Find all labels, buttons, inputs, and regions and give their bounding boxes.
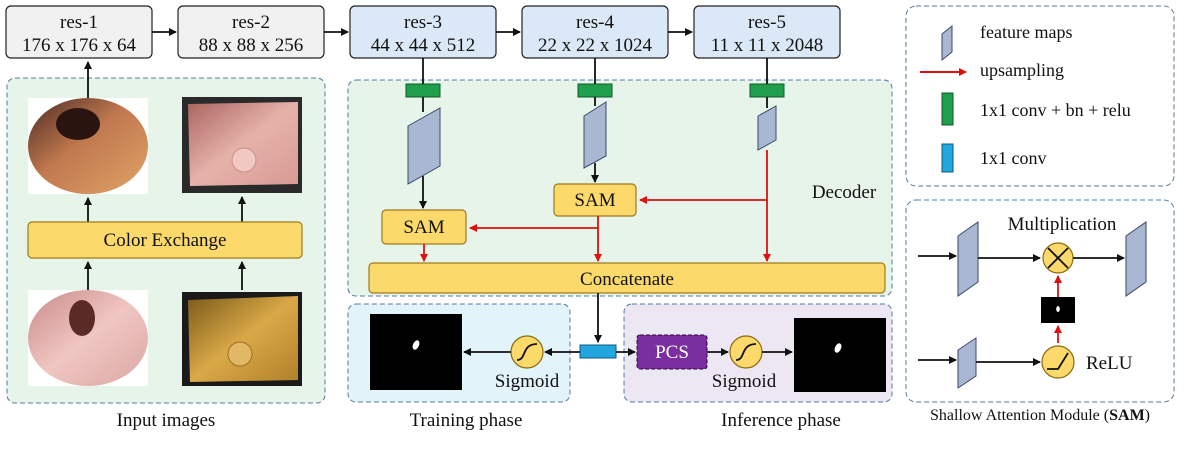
sam-block-lower-label: SAM	[403, 217, 444, 238]
sigmoid-icon-inference	[729, 335, 763, 369]
legend-feature-maps-label: feature maps	[980, 22, 1072, 42]
pcs-label: PCS	[655, 342, 689, 363]
legend-green-conv-icon	[941, 92, 954, 126]
feature-map-res4	[583, 101, 607, 169]
training-phase-caption: Training phase	[410, 410, 523, 431]
green-conv-res3	[405, 83, 441, 98]
endoscopy-image-bottom-left	[28, 290, 148, 386]
legend-panel	[905, 5, 1175, 187]
res-4-block: res-4 22 x 22 x 1024	[521, 5, 669, 59]
sam-relu-label: ReLU	[1086, 353, 1133, 374]
color-exchange-label: Color Exchange	[104, 230, 227, 251]
endoscopy-image-bottom-right	[182, 292, 302, 386]
legend-blue-conv-icon	[941, 143, 954, 173]
sam-caption-bold: SAM	[1109, 407, 1145, 424]
legend-upsampling-label: upsampling	[980, 60, 1064, 80]
res-2-dims: 88 x 88 x 256	[199, 35, 304, 56]
legend-conv-label: 1x1 conv	[980, 148, 1047, 168]
sam-attention-map	[1041, 297, 1075, 323]
input-images-caption: Input images	[117, 410, 216, 431]
res-1-name: res-1	[60, 12, 98, 33]
conv-to-feature-lines	[422, 97, 768, 112]
sam-shallow-feature-map	[957, 337, 977, 389]
res-2-block: res-2 88 x 88 x 256	[177, 5, 325, 59]
image-to-color-exchange-arrows	[84, 196, 246, 222]
res-1-dims: 176 x 176 x 64	[22, 35, 137, 56]
res-4-dims: 22 x 22 x 1024	[538, 35, 653, 56]
sam-input-feature-map	[957, 221, 979, 297]
sam-block-upper: SAM	[553, 183, 637, 217]
sigmoid-icon-training	[510, 335, 544, 369]
res-3-block: res-3 44 x 44 x 512	[349, 5, 497, 59]
sam-block-lower: SAM	[381, 209, 467, 245]
res-5-dims: 11 x 11 x 2048	[711, 35, 824, 56]
color-exchange-box: Color Exchange	[27, 221, 303, 259]
sam-caption-prefix: Shallow Attention Module (	[930, 407, 1109, 424]
relu-icon	[1041, 345, 1075, 379]
inference-mask-output	[794, 318, 886, 392]
res-3-name: res-3	[404, 12, 442, 33]
training-sigmoid-label: Sigmoid	[495, 371, 560, 392]
sam-block-upper-label: SAM	[574, 190, 615, 211]
sam-caption-suffix: )	[1145, 407, 1150, 424]
inference-sigmoid-label: Sigmoid	[712, 371, 777, 392]
pcs-box: PCS	[636, 334, 708, 370]
concatenate-box: Concatenate	[368, 262, 886, 294]
feature-map-res3	[407, 107, 441, 185]
sam-output-feature-map	[1125, 221, 1147, 297]
res-4-name: res-4	[576, 12, 614, 33]
endoscopy-image-top-right	[182, 97, 302, 193]
bottom-to-color-exchange-arrows	[84, 261, 246, 290]
concatenate-label: Concatenate	[580, 269, 674, 290]
multiply-icon	[1042, 242, 1074, 274]
res-2-name: res-2	[232, 12, 270, 33]
inference-phase-caption: Inference phase	[721, 410, 841, 431]
feature-map-res5	[757, 105, 777, 151]
training-mask-output	[370, 314, 462, 390]
green-conv-res4	[577, 83, 613, 98]
decoder-label: Decoder	[812, 182, 877, 203]
sam-multiplication-label: Multiplication	[1008, 214, 1117, 235]
res-5-block: res-5 11 x 11 x 2048	[693, 5, 841, 59]
upsampling-arrows	[420, 150, 771, 262]
res-to-conv-lines	[422, 58, 768, 84]
res-5-name: res-5	[748, 12, 786, 33]
legend-conv-bn-relu-label: 1x1 conv + bn + relu	[980, 100, 1131, 120]
sam-module-caption: Shallow Attention Module (SAM)	[930, 407, 1150, 424]
res-1-block: res-1 176 x 176 x 64	[5, 5, 153, 59]
green-conv-blocks	[405, 83, 785, 98]
res-3-dims: 44 x 44 x 512	[371, 35, 476, 56]
green-conv-res5	[749, 83, 785, 98]
endoscopy-image-top-left	[28, 98, 148, 194]
legend-feature-map-icon	[941, 24, 953, 62]
blue-conv-block	[579, 344, 617, 359]
